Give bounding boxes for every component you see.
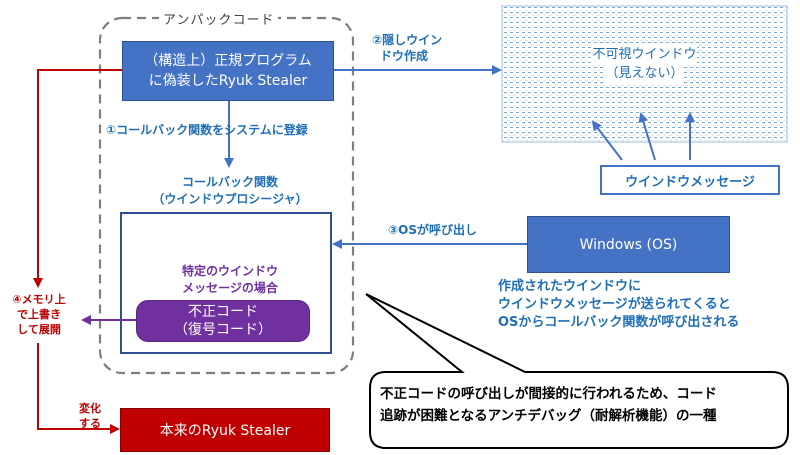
real-stealer-box: 本来のRyuk Stealer [120, 408, 330, 452]
windows-os-box: Windows (OS) [527, 216, 730, 273]
callback-title-line2: （ウインドウプロシージャ） [152, 192, 308, 206]
change-line1: 変化 [79, 402, 101, 415]
red-path-bottom [37, 343, 120, 434]
step1-label: ①コールバック関数をシステムに登録 [106, 123, 308, 137]
window-message-box: ウインドウメッセージ [600, 165, 780, 195]
step3-label: ③OSが呼び出し [388, 223, 478, 237]
callout-line1: 不正コードの呼び出しが間接的に行われるため、コード [380, 386, 717, 402]
callback-title: コールバック関数 （ウインドウプロシージャ） [130, 173, 330, 209]
change-line2: する [79, 417, 101, 430]
step4-label: ④メモリ上 で上書き して展開 [1, 292, 77, 337]
main-program-box: （構造上）正規プログラム に偽装したRyuk Stealer [122, 41, 334, 101]
callout-line2: 追跡が困難となるアンチデバッグ（耐解析機能）の一種 [380, 408, 717, 424]
os-note: 作成されたウインドウに ウインドウメッセージが送られてくると OSからコールバッ… [498, 278, 739, 332]
os-note-line3: OSからコールバック関数が呼び出される [498, 315, 740, 330]
step2-line1: ②隠しウイン [372, 33, 443, 47]
main-program-line2: に偽装したRyuk Stealer [148, 73, 308, 89]
step4-line2: で上書き [17, 308, 61, 321]
invisible-window-label: 不可視ウインドウ （見えない） [502, 42, 787, 86]
unpack-frame [98, 16, 355, 375]
callout-bubble [365, 293, 789, 449]
malicious-code-box: 不正コード （復号コード） [136, 300, 310, 342]
arrow-message-1 [591, 120, 623, 161]
callback-title-line1: コールバック関数 [181, 175, 278, 189]
specific-case-line1: 特定のウインドウ [181, 264, 278, 278]
red-path-top [33, 69, 122, 288]
unpack-label: アンパックコード [159, 9, 279, 28]
invisible-window-line1: 不可視ウインドウ [592, 45, 697, 64]
invisible-window-line2: （見えない） [605, 64, 684, 83]
arrow-message-2 [638, 112, 656, 161]
malicious-code-line1: 不正コード [188, 304, 258, 320]
step2-line2: ドウ作成 [380, 49, 429, 63]
malicious-code-line2: （復号コード） [174, 322, 272, 338]
step4-line1: ④メモリ上 [12, 293, 66, 306]
step4-line3: して展開 [17, 323, 61, 336]
specific-case-label: 特定のウインドウ メッセージの場合 [150, 262, 310, 298]
main-program-line1: （構造上）正規プログラム [144, 53, 312, 69]
step2-label: ②隠しウイン ドウ作成 [372, 32, 442, 64]
specific-case-line2: メッセージの場合 [182, 281, 278, 295]
os-note-line1: 作成されたウインドウに [498, 279, 642, 294]
change-label: 変化 する [70, 401, 110, 431]
callout-text: 不正コードの呼び出しが間接的に行われるため、コード 追跡が困難となるアンチデバッ… [380, 383, 717, 427]
os-note-line2: ウインドウメッセージが送られてくると [498, 297, 731, 312]
